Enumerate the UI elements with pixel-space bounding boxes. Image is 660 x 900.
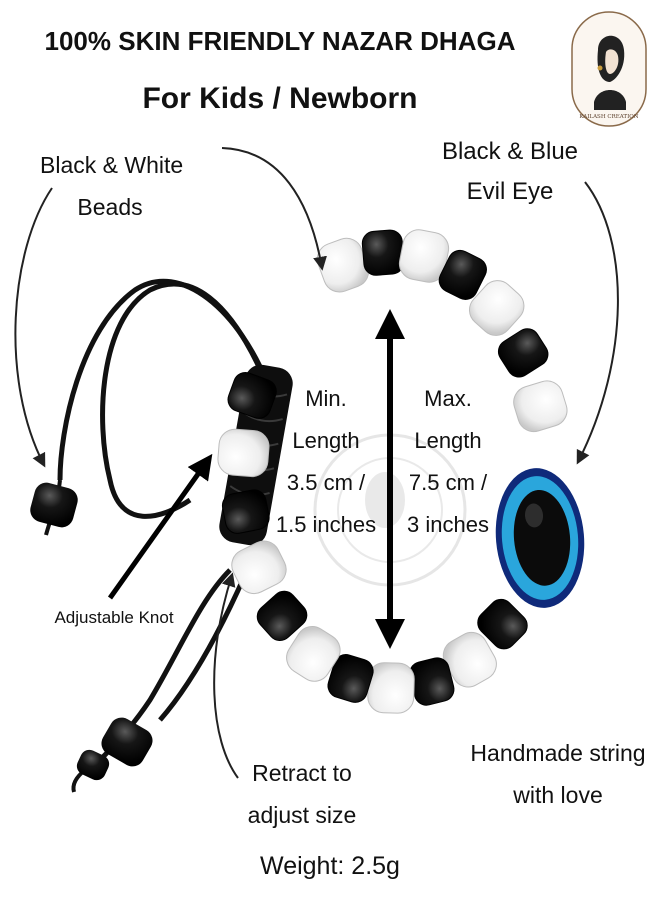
black-bead	[477, 598, 528, 650]
black-bead	[327, 654, 374, 703]
black-bead	[438, 249, 487, 300]
cord-end-bead	[76, 749, 110, 781]
label-line: 3 inches	[407, 512, 489, 537]
white-bead	[286, 626, 341, 682]
white-bead	[367, 662, 415, 714]
white-bead	[468, 280, 525, 336]
label-line: Handmade string	[470, 740, 646, 766]
label-adjustable-knot: Adjustable Knot	[54, 608, 174, 627]
label-line: Retract to	[252, 760, 352, 786]
label-line: Max.	[424, 386, 472, 411]
label-evil-eye: Black & Blue Evil Eye	[425, 132, 595, 212]
label-line: 7.5 cm /	[408, 470, 488, 495]
white-bead	[513, 380, 568, 433]
bead-ring	[217, 229, 568, 714]
label-max-length: Max. Length 7.5 cm / 3 inches	[392, 378, 504, 546]
label-min-length: Min. Length 3.5 cm / 1.5 inches	[262, 378, 390, 546]
label-line: Black & White	[40, 152, 184, 178]
white-bead	[217, 428, 270, 478]
adjustable-cord	[30, 278, 293, 793]
black-bead	[256, 590, 308, 642]
label-line: Evil Eye	[466, 178, 554, 205]
label-line: with love	[513, 782, 603, 808]
knot-arrow	[107, 453, 213, 600]
label-line: Length	[414, 428, 482, 453]
label-line: 1.5 inches	[275, 512, 377, 537]
label-black-white-beads: Black & White Beads	[40, 144, 184, 228]
black-bead	[497, 328, 549, 378]
page-subtitle: For Kids / Newborn	[142, 82, 418, 115]
brand-logo-text: KAILASH CREATION	[579, 114, 638, 120]
evil-eye-bead	[495, 468, 585, 608]
pointer-arrows	[14, 147, 619, 779]
label-line: 3.5 cm /	[286, 470, 366, 495]
label-weight: Weight: 2.5g	[260, 852, 400, 880]
page-title: 100% SKIN FRIENDLY NAZAR DHAGA	[44, 26, 516, 56]
label-line: Beads	[77, 194, 143, 220]
label-line: Length	[292, 428, 360, 453]
black-bead	[361, 229, 405, 276]
label-line: adjust size	[247, 802, 357, 828]
white-bead	[398, 229, 450, 283]
label-retract: Retract to adjust size	[232, 752, 372, 836]
label-handmade: Handmade string with love	[458, 732, 658, 816]
label-line: Min.	[305, 386, 347, 411]
brand-logo: KAILASH CREATION	[571, 11, 647, 127]
black-bead	[221, 489, 270, 534]
cord-end-bead	[101, 717, 153, 767]
cord-end-bead	[30, 482, 78, 528]
white-bead	[231, 540, 287, 595]
black-bead	[227, 372, 277, 419]
label-line: Black & Blue	[441, 138, 579, 165]
